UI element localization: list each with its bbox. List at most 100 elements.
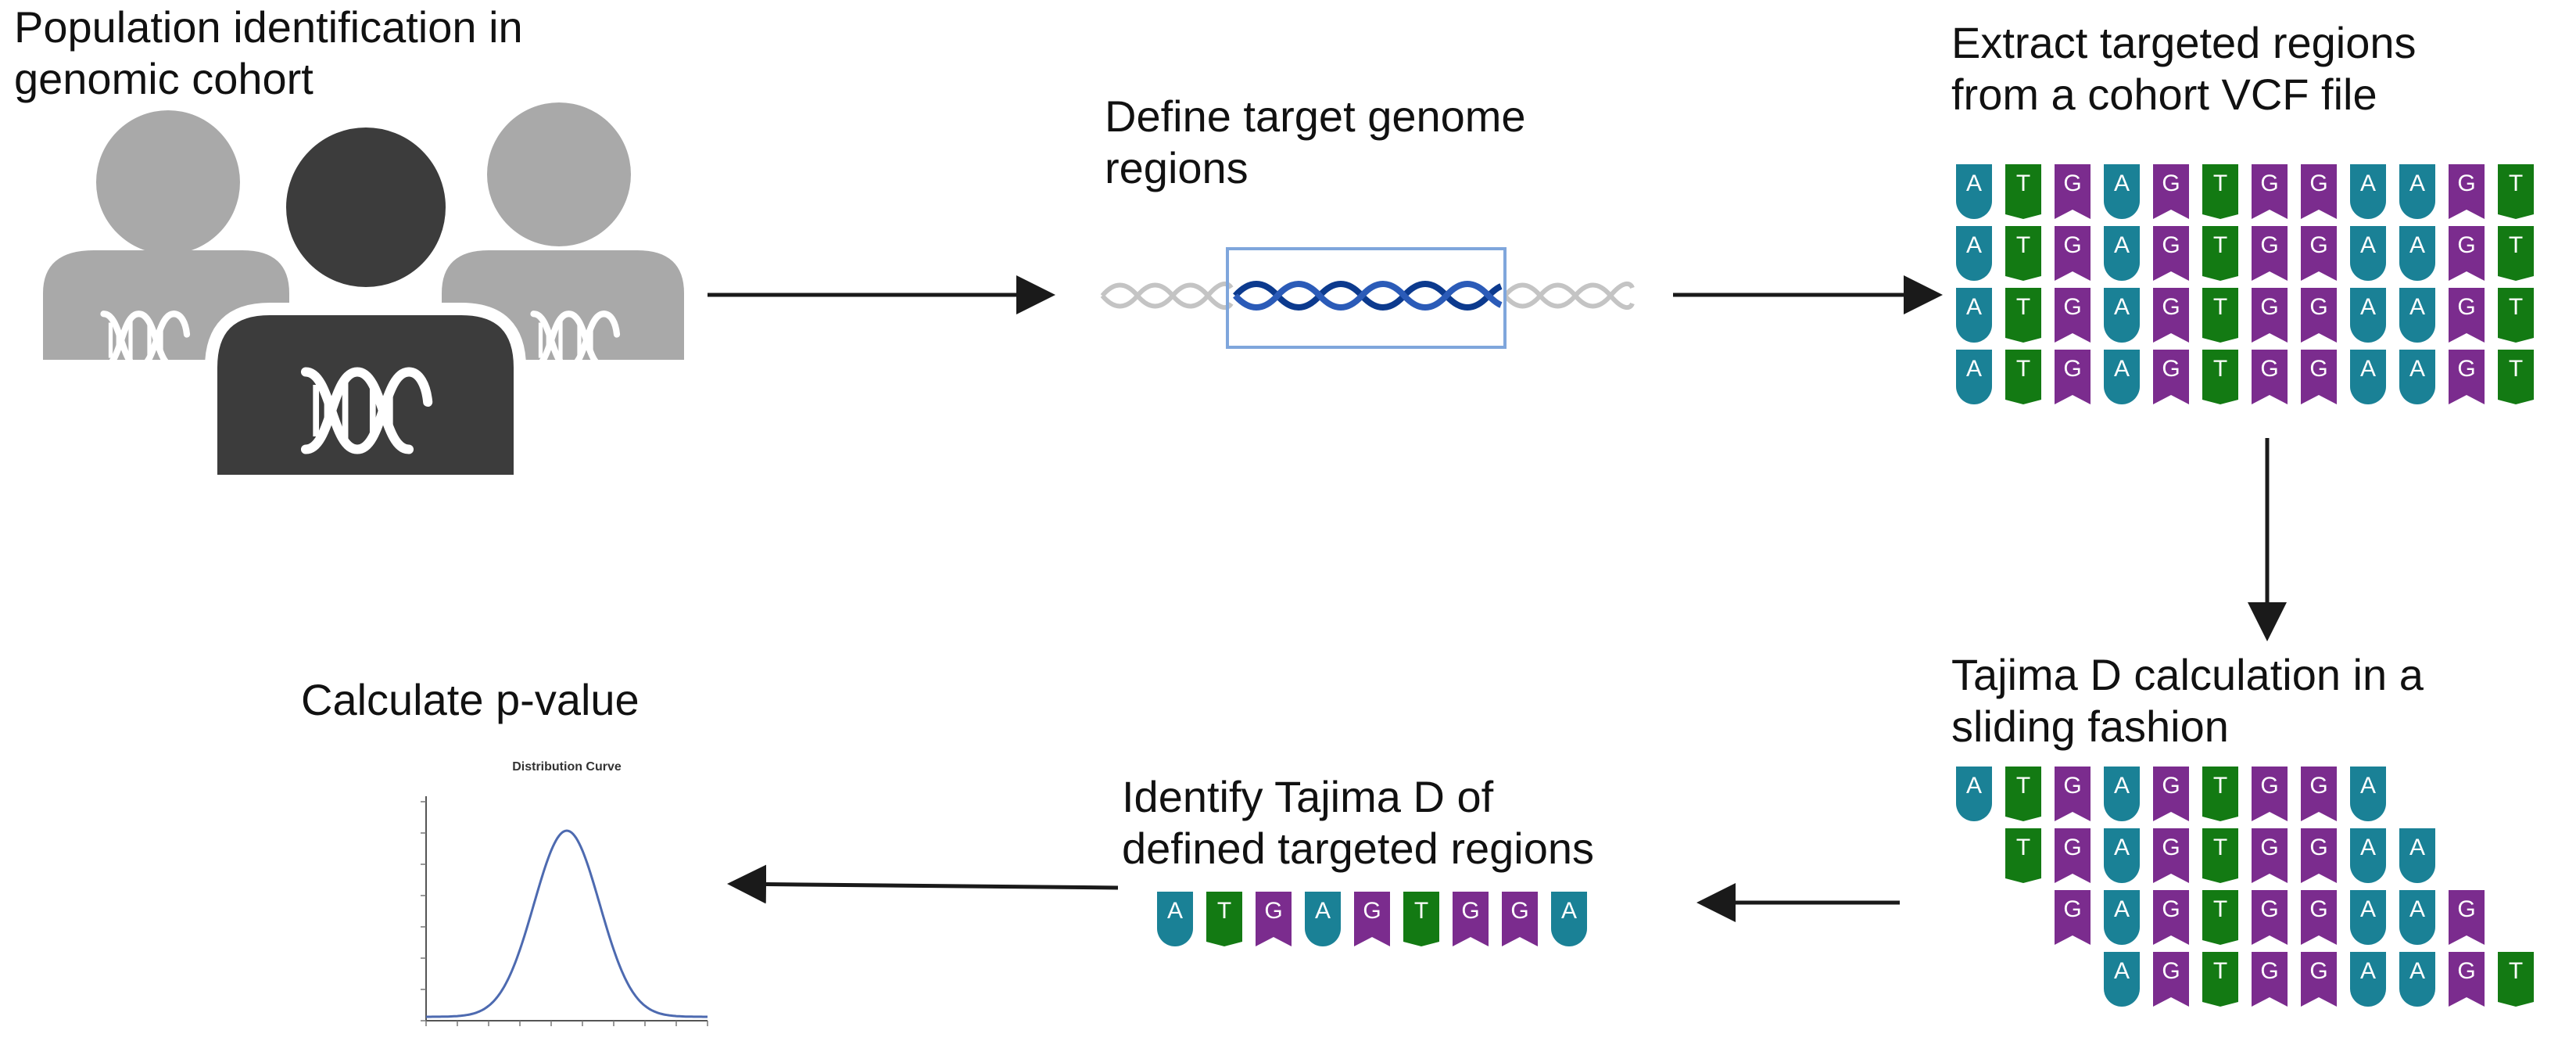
vcf-base-2-2: G (2055, 288, 2091, 343)
base-letter: A (2360, 773, 2376, 799)
vcf-base-2-0: A (1956, 288, 1992, 343)
base-letter: G (2457, 294, 2475, 320)
base-letter: A (2114, 294, 2130, 320)
vcf-base-1-4: G (2153, 226, 2189, 281)
base-letter: G (2260, 773, 2278, 799)
base-letter: T (2016, 232, 2030, 258)
base-letter: G (1510, 898, 1528, 924)
base-letter: T (2213, 171, 2227, 196)
sliding-base-3-2: T (2202, 952, 2238, 1007)
tajima-calculation-label-line1: Tajima D calculation in a (1951, 650, 2424, 699)
vcf-base-2-6: G (2252, 288, 2288, 343)
base-letter: G (2063, 171, 2081, 196)
base-letter: A (2360, 958, 2376, 984)
define-regions-label-line1: Define target genome (1105, 92, 1526, 141)
vcf-base-2-7: G (2301, 288, 2337, 343)
base-letter: G (2309, 958, 2327, 984)
base-letter: A (2114, 958, 2130, 984)
base-letter: G (2309, 294, 2327, 320)
identify-tajima-label: Identify Tajima D of defined targeted re… (1122, 771, 1594, 874)
base-letter: G (2309, 773, 2327, 799)
base-letter: T (2509, 294, 2523, 320)
base-letter: T (1217, 898, 1231, 924)
sliding-base-0-8: A (2350, 767, 2386, 821)
chart-ticks (421, 801, 708, 1026)
base-letter: G (2457, 171, 2475, 196)
base-letter: A (1315, 898, 1331, 924)
base-letter: T (2213, 356, 2227, 382)
base-letter: G (2063, 294, 2081, 320)
base-letter: T (2509, 171, 2523, 196)
base-letter: G (2063, 232, 2081, 258)
target-region-box (1226, 247, 1507, 349)
vcf-base-0-9: A (2399, 164, 2435, 219)
extract-regions-label: Extract targeted regions from a cohort V… (1951, 17, 2417, 120)
vcf-base-3-2: G (2055, 350, 2091, 404)
base-letter: G (2260, 294, 2278, 320)
identified-base-7: G (1502, 892, 1538, 946)
base-letter: A (2360, 232, 2376, 258)
arrow-identify-to-pvalue (727, 864, 1119, 904)
identified-base-3: A (1305, 892, 1341, 946)
vcf-base-3-6: G (2252, 350, 2288, 404)
vcf-base-2-11: T (2498, 288, 2534, 343)
base-letter: A (2114, 773, 2130, 799)
define-regions-label: Define target genome regions (1105, 91, 1526, 194)
base-letter: G (2063, 835, 2081, 860)
vcf-base-3-0: A (1956, 350, 1992, 404)
base-letter: T (2016, 356, 2030, 382)
identified-base-1: T (1206, 892, 1242, 946)
identify-tajima-label-line2: defined targeted regions (1122, 824, 1594, 873)
sliding-base-1-1: G (2055, 828, 2091, 883)
vcf-base-3-5: T (2202, 350, 2238, 404)
base-letter: G (1461, 898, 1479, 924)
identified-base-5: T (1403, 892, 1439, 946)
base-letter: A (2360, 294, 2376, 320)
identified-base-6: G (1453, 892, 1489, 946)
base-letter: A (2409, 835, 2425, 860)
pvalue-label: Calculate p-value (301, 674, 640, 726)
vcf-base-3-10: G (2449, 350, 2485, 404)
dna-highlight (1233, 281, 1503, 311)
base-letter: A (2114, 835, 2130, 860)
base-letter: G (2309, 896, 2327, 922)
base-letter: A (2409, 896, 2425, 922)
base-letter: G (2309, 835, 2327, 860)
vcf-base-1-3: A (2104, 226, 2140, 281)
base-letter: G (2260, 835, 2278, 860)
genome-region-icon (1100, 247, 1635, 349)
base-letter: T (2509, 356, 2523, 382)
vcf-base-0-4: G (2153, 164, 2189, 219)
population-icon (43, 102, 684, 487)
identified-base-0: A (1157, 892, 1193, 946)
base-letter: G (2162, 294, 2180, 320)
vcf-base-3-11: T (2498, 350, 2534, 404)
sliding-base-3-3: G (2252, 952, 2288, 1007)
base-letter: A (1966, 294, 1982, 320)
identify-tajima-label-line1: Identify Tajima D of (1122, 772, 1494, 821)
vcf-base-0-3: A (2104, 164, 2140, 219)
vcf-base-1-2: G (2055, 226, 2091, 281)
sliding-base-3-1: G (2153, 952, 2189, 1007)
base-letter: G (2162, 958, 2180, 984)
vcf-base-0-2: G (2055, 164, 2091, 219)
sliding-base-2-1: A (2104, 890, 2140, 945)
sliding-base-0-3: A (2104, 767, 2140, 821)
vcf-base-2-9: A (2399, 288, 2435, 343)
base-letter: A (1561, 898, 1577, 924)
person-front-icon (205, 115, 526, 487)
base-letter: G (2260, 232, 2278, 258)
population-label-line2: genomic cohort (14, 54, 313, 103)
vcf-base-3-7: G (2301, 350, 2337, 404)
base-letter: T (1414, 898, 1428, 924)
base-letter: A (2360, 835, 2376, 860)
sliding-base-3-5: A (2350, 952, 2386, 1007)
vcf-base-2-10: G (2449, 288, 2485, 343)
base-letter: T (2509, 232, 2523, 258)
base-letter: A (1966, 232, 1982, 258)
base-letter: G (2162, 773, 2180, 799)
identified-base-2: G (1256, 892, 1292, 946)
base-letter: T (2016, 294, 2030, 320)
